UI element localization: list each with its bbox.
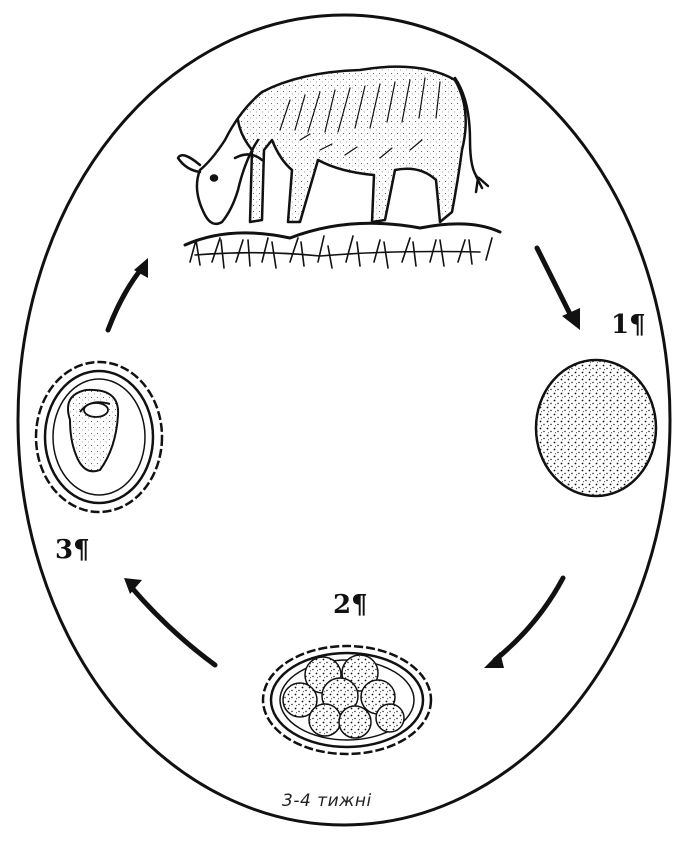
egg-undeveloped-icon (536, 360, 656, 496)
stage-3-label: 3¶ (55, 537, 90, 563)
stage-1-label: 1¶ (611, 312, 646, 338)
egg-dividing-icon (263, 646, 431, 754)
egg-larva-icon (36, 362, 162, 512)
duration-label: 3-4 тижні (282, 791, 372, 811)
cow-icon (178, 67, 500, 268)
stage-2-label: 2¶ (333, 592, 368, 618)
